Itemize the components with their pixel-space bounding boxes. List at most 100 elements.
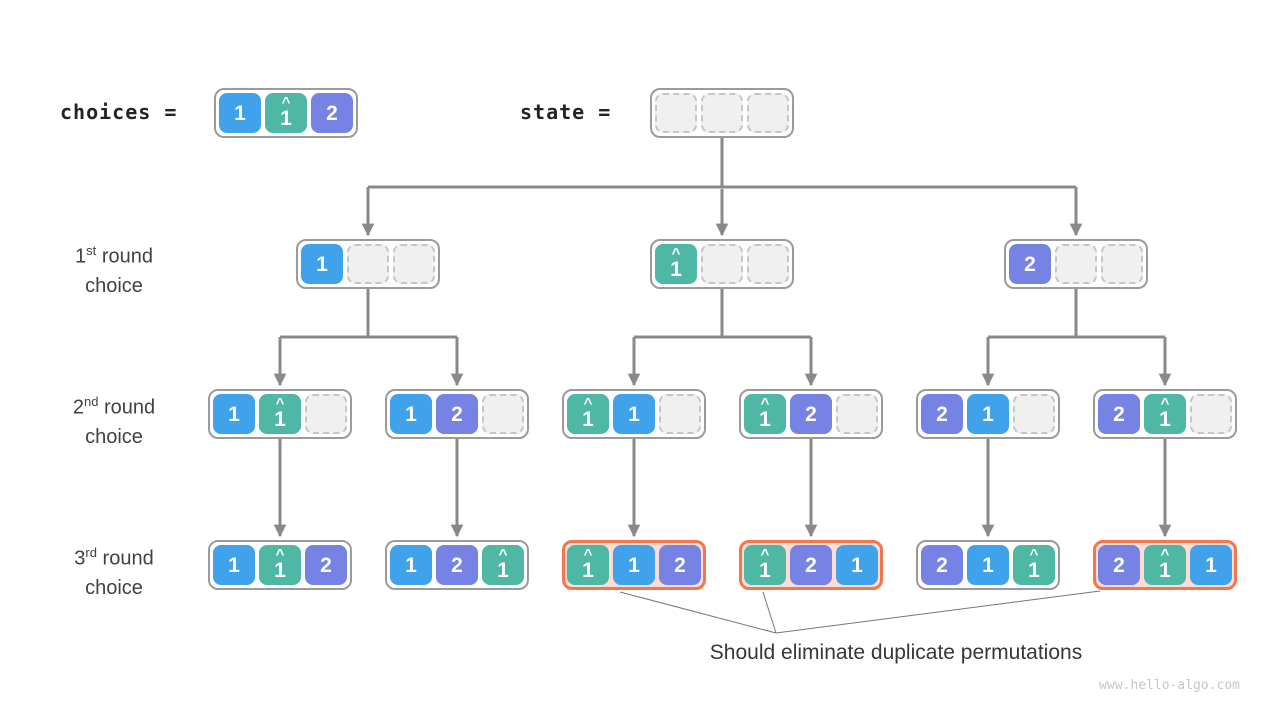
choice-cell-2: 2	[790, 394, 832, 434]
state-array	[650, 88, 794, 138]
empty-slot	[659, 394, 701, 434]
choice-cell-1: 1	[301, 244, 343, 284]
empty-slot	[1190, 394, 1232, 434]
choice-cell-1hat: ^1	[265, 93, 307, 133]
choice-cell-1: 1	[213, 394, 255, 434]
hat-mark: ^	[275, 394, 285, 412]
hat-mark: ^	[1029, 545, 1039, 563]
empty-slot	[482, 394, 524, 434]
row-label-round-1: 1st round choice	[34, 236, 194, 301]
choice-cell-1hat: ^1	[655, 244, 697, 284]
round2-node-6: 2^1	[1093, 389, 1237, 439]
choice-cell-2: 2	[436, 394, 478, 434]
choice-cell-1: 1	[219, 93, 261, 133]
choice-cell-1: 1	[967, 545, 1009, 585]
round2-node-1: 1^1	[208, 389, 352, 439]
choice-cell-2: 2	[436, 545, 478, 585]
row-label-line2: choice	[85, 425, 143, 448]
cell-digit: 1	[582, 407, 594, 431]
choice-cell-2: 2	[1098, 545, 1140, 585]
choice-cell-1hat: ^1	[1144, 394, 1186, 434]
choice-cell-2: 2	[1098, 394, 1140, 434]
cell-digit: 1	[759, 407, 771, 431]
hat-mark: ^	[275, 545, 285, 563]
choice-cell-2: 2	[921, 545, 963, 585]
hat-mark: ^	[498, 545, 508, 563]
choice-cell-2: 2	[921, 394, 963, 434]
watermark: www.hello-algo.com	[1099, 678, 1240, 693]
row-label-line2: choice	[85, 576, 143, 599]
hat-mark: ^	[760, 545, 770, 563]
round1-node-2: ^1	[650, 239, 794, 289]
choices-label: choices =	[60, 100, 178, 124]
cell-digit: 1	[1159, 558, 1171, 582]
hat-mark: ^	[281, 93, 291, 111]
choice-cell-1: 1	[390, 394, 432, 434]
choice-cell-1: 1	[967, 394, 1009, 434]
cell-digit: 1	[274, 558, 286, 582]
cell-digit: 1	[759, 558, 771, 582]
choice-cell-1hat: ^1	[259, 394, 301, 434]
choice-cell-1hat: ^1	[1144, 545, 1186, 585]
empty-slot	[1101, 244, 1143, 284]
row-label-line1: 1st round	[75, 243, 153, 268]
empty-slot	[747, 93, 789, 133]
empty-slot	[1013, 394, 1055, 434]
empty-slot	[701, 93, 743, 133]
choice-cell-1: 1	[390, 545, 432, 585]
choice-cell-1hat: ^1	[567, 394, 609, 434]
cell-digit: 1	[1028, 558, 1040, 582]
empty-slot	[836, 394, 878, 434]
empty-slot	[347, 244, 389, 284]
cell-digit: 1	[1159, 407, 1171, 431]
choice-cell-1hat: ^1	[567, 545, 609, 585]
choice-cell-1: 1	[613, 545, 655, 585]
hat-mark: ^	[1160, 545, 1170, 563]
row-label-line2: choice	[85, 274, 143, 297]
hat-mark: ^	[760, 394, 770, 412]
hat-mark: ^	[1160, 394, 1170, 412]
row-label-line1: 3rd round	[74, 545, 154, 570]
empty-slot	[305, 394, 347, 434]
empty-slot	[747, 244, 789, 284]
cell-digit: 1	[497, 558, 509, 582]
hat-mark: ^	[583, 394, 593, 412]
cell-digit: 1	[280, 106, 292, 130]
row-label-line1: 2nd round	[72, 394, 156, 419]
choice-cell-1hat: ^1	[744, 394, 786, 434]
round1-node-3: 2	[1004, 239, 1148, 289]
empty-slot	[393, 244, 435, 284]
choice-cell-2: 2	[311, 93, 353, 133]
round1-node-1: 1	[296, 239, 440, 289]
duplicate-callout-lines	[619, 590, 1101, 634]
choice-cell-1hat: ^1	[1013, 545, 1055, 585]
empty-slot	[1055, 244, 1097, 284]
empty-slot	[701, 244, 743, 284]
cell-digit: 1	[582, 558, 594, 582]
choice-cell-1hat: ^1	[259, 545, 301, 585]
choice-cell-2: 2	[659, 545, 701, 585]
cell-digit: 1	[670, 257, 682, 281]
row-label-round-2: 2nd round choice	[34, 387, 194, 452]
row-label-round-3: 3rd round choice	[34, 538, 194, 603]
state-label: state =	[520, 100, 612, 124]
choice-cell-1: 1	[613, 394, 655, 434]
choice-cell-1hat: ^1	[482, 545, 524, 585]
choice-cell-2: 2	[1009, 244, 1051, 284]
cell-digit: 1	[274, 407, 286, 431]
hat-mark: ^	[583, 545, 593, 563]
empty-slot	[655, 93, 697, 133]
choice-cell-1: 1	[213, 545, 255, 585]
